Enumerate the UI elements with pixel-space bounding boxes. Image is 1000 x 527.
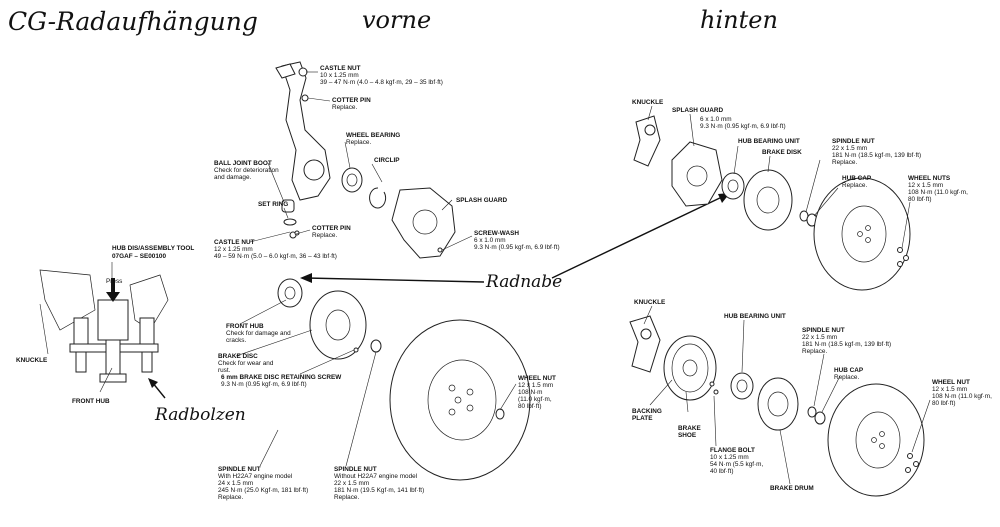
front-brake-disc: [309, 290, 367, 360]
front-set-ring-label: SET RING: [258, 201, 288, 208]
rear-disc-wheel-nuts: [897, 247, 909, 267]
rear-disc-splash-guard-label: SPLASH GUARD 6 x 1.0 mm 9.3 N·m (0.95 kg…: [672, 107, 786, 130]
front-circlip: [369, 187, 387, 209]
front-wheel-bearing: [341, 167, 363, 193]
front-cotter-pin-top-label: COTTER PIN Replace.: [332, 97, 372, 111]
rear-backing-plate: [663, 335, 717, 401]
rear-drum-spindle-nut: [807, 406, 817, 418]
front-splash-guard: [391, 187, 456, 259]
rear-drum-hub-cap: [814, 411, 826, 425]
rear-brake-disk-label: BRAKE DISK: [762, 149, 802, 156]
rear-disc-spindle-nut-label: SPINDLE NUT 22 x 1.5 mm 181 N·m (18.5 kg…: [832, 138, 923, 166]
rear-drum-hub-bearing-label: HUB BEARING UNIT: [724, 313, 786, 320]
rear-flange-bolts: [709, 381, 719, 395]
front-screw-washer: [437, 247, 443, 253]
rear-heading: hinten: [700, 6, 778, 34]
rear-disc-hub-bearing-label: HUB BEARING UNIT: [738, 138, 800, 145]
press-label: Press: [106, 278, 122, 285]
front-spindle-nut-h22-label: SPINDLE NUT With H22A7 engine model 24 x…: [218, 466, 310, 501]
hub-arrow-front: [305, 277, 485, 283]
hub-arrow-rear: [551, 195, 725, 279]
front-wheel-nut-label: WHEEL NUT 12 x 1.5 mm 108 N·m (11.0 kgf·…: [518, 375, 558, 410]
hub-tool-illustration: [39, 269, 169, 383]
rear-disc-hub-cap-label: HUB CAP Replace.: [842, 175, 873, 189]
rear-flange-bolt-label: FLANGE BOLT 10 x 1.25 mm 54 N·m (5.5 kgf…: [710, 447, 765, 475]
rear-drum-knuckle: [629, 315, 661, 373]
diagram-title: CG-Radaufhängung: [8, 7, 258, 36]
rear-brake-drum-label: BRAKE DRUM: [770, 485, 814, 492]
front-spindle-nut-other-label: SPINDLE NUT Without H22A7 engine model 2…: [334, 466, 426, 501]
front-retaining-screw: [353, 347, 359, 353]
hub-tool-label: HUB DIS/ASSEMBLY TOOL 07GAF – SE00100: [112, 245, 196, 260]
front-retaining-screw-label: 6 mm BRAKE DISC RETAINING SCREW 9.3 N·m …: [221, 374, 343, 388]
rear-disc-knuckle: [633, 115, 661, 167]
rear-brake-disk: [743, 169, 793, 231]
rear-disc-wheel: [813, 177, 911, 291]
front-castle-nut-top-label: CASTLE NUT 10 x 1.25 mm 39 – 47 N·m (4.0…: [320, 65, 443, 86]
front-circlip-label: CIRCLIP: [374, 157, 400, 164]
rear-drum-knuckle-label: KNUCKLE: [634, 299, 666, 306]
rear-brake-shoe-label: BRAKE SHOE: [678, 425, 703, 439]
front-hub-label: FRONT HUB Check for damage and cracks.: [226, 323, 292, 344]
front-cotter-pin-low-label: COTTER PIN Replace.: [312, 225, 352, 239]
front-screw-washer-label: SCREW-WASH 6 x 1.0 mm 9.3 N·m (0.95 kgf·…: [474, 230, 560, 251]
rear-backing-plate-label: BACKING PLATE: [632, 408, 664, 422]
tool-knuckle-label: KNUCKLE: [16, 357, 48, 364]
rear-drum-hub-cap-label: HUB CAP Replace.: [834, 367, 865, 381]
rear-drum-wheel-nuts: [905, 453, 919, 473]
tool-front-hub-label: FRONT HUB: [72, 398, 110, 405]
rear-disc-hub-bearing: [721, 172, 745, 200]
front-hub: [277, 278, 303, 308]
front-spindle-nut: [370, 339, 382, 353]
front-brake-disc-label: BRAKE DISC Check for wear and rust.: [218, 353, 275, 374]
front-castle-nut-low: [294, 230, 300, 236]
front-ball-joint-boot: [281, 199, 295, 213]
rear-drum-spindle-nut-label: SPINDLE NUT 22 x 1.5 mm 181 N·m (18.5 kg…: [802, 327, 893, 355]
hub-annotation: Radnabe: [485, 272, 562, 292]
front-ball-joint-boot-label: BALL JOINT BOOT Check for deterioration …: [214, 160, 280, 181]
front-splash-guard-label: SPLASH GUARD: [456, 197, 508, 204]
front-heading: vorne: [362, 6, 431, 34]
front-set-ring: [283, 218, 297, 226]
rear-brake-drum: [757, 377, 799, 431]
front-wheel: [389, 319, 531, 481]
rear-drum-wheel: [827, 383, 925, 497]
rear-drum-hub-bearing: [730, 372, 754, 400]
front-knuckle: [275, 61, 331, 201]
rear-drum-wheel-nut-label: WHEEL NUT 12 x 1.5 mm 108 N·m (11.0 kgf·…: [932, 379, 994, 407]
bolts-annotation: Radbolzen: [154, 405, 246, 425]
rear-disc-knuckle-label: KNUCKLE: [632, 99, 664, 106]
rear-disc-wheel-nuts-label: WHEEL NUTS 12 x 1.5 mm 108 N·m (11.0 kgf…: [908, 175, 970, 203]
rear-disc-splash-guard: [671, 141, 723, 207]
front-castle-nut-low-label: CASTLE NUT 12 x 1.25 mm 49 – 59 N·m (5.0…: [214, 239, 337, 260]
front-cotter-pin-top: [301, 94, 309, 102]
front-wheel-nut: [495, 408, 505, 420]
front-wheel-bearing-label: WHEEL BEARING Replace.: [346, 132, 402, 146]
front-castle-nut-top: [298, 67, 308, 77]
